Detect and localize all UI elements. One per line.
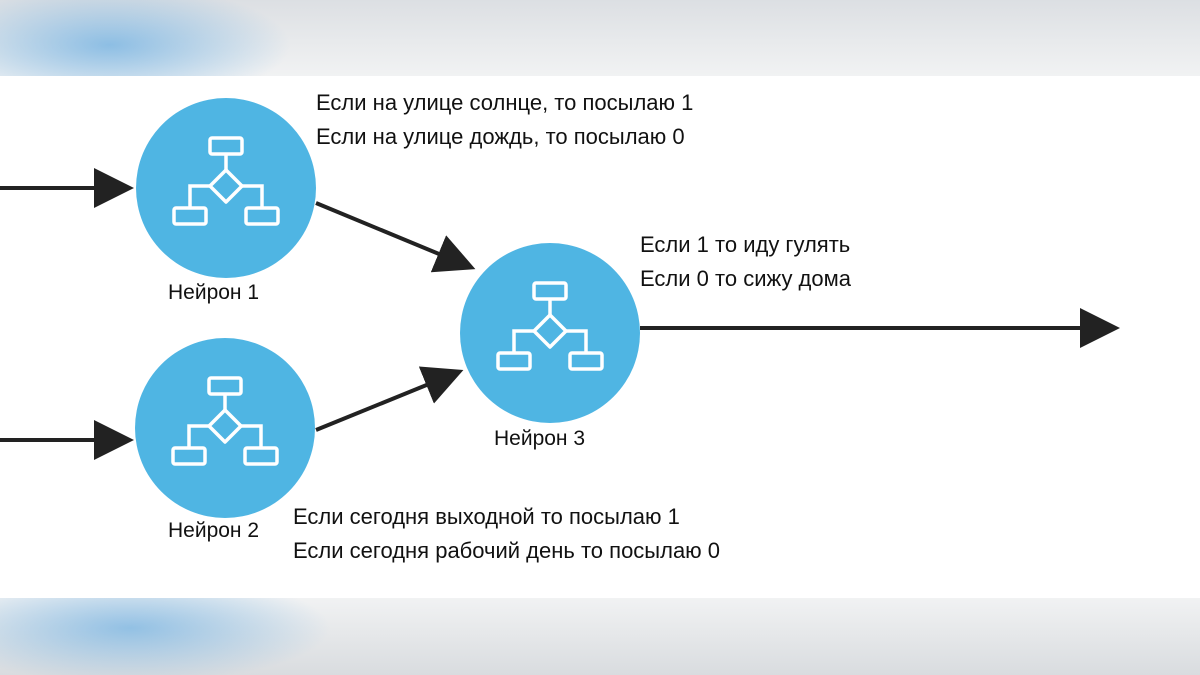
node-label-neuron-3: Нейрон 3 (494, 427, 586, 450)
caption-line: Если 1 то иду гулять (640, 232, 851, 257)
caption-neuron-1: Если на улице солнце, то посылаю 1 Если … (316, 86, 693, 154)
node-label-neuron-1: Нейрон 1 (168, 281, 260, 304)
edge-neuron-1-to-neuron-3 (315, 201, 476, 273)
caption-neuron-2: Если сегодня выходной то посылаю 1 Если … (293, 500, 720, 568)
node-neuron-2 (135, 338, 315, 518)
caption-line: Если сегодня рабочий день то посылаю 0 (293, 538, 721, 563)
top-blur-band (0, 0, 1200, 76)
caption-line: Если 0 то сижу дома (640, 266, 851, 291)
node-label-neuron-2: Нейрон 2 (168, 519, 260, 542)
caption-neuron-3: Если 1 то иду гулять Если 0 то сижу дома (640, 228, 851, 296)
node-neuron-1 (136, 98, 316, 278)
caption-line: Если сегодня выходной то посылаю 1 (293, 504, 680, 529)
node-neuron-3 (460, 243, 640, 423)
caption-line: Если на улице дождь, то посылаю 0 (316, 124, 685, 149)
edge-neuron-2-to-neuron-3 (315, 366, 464, 432)
caption-line: Если на улице солнце, то посылаю 1 (316, 90, 694, 115)
bottom-blur-band (0, 598, 1200, 675)
